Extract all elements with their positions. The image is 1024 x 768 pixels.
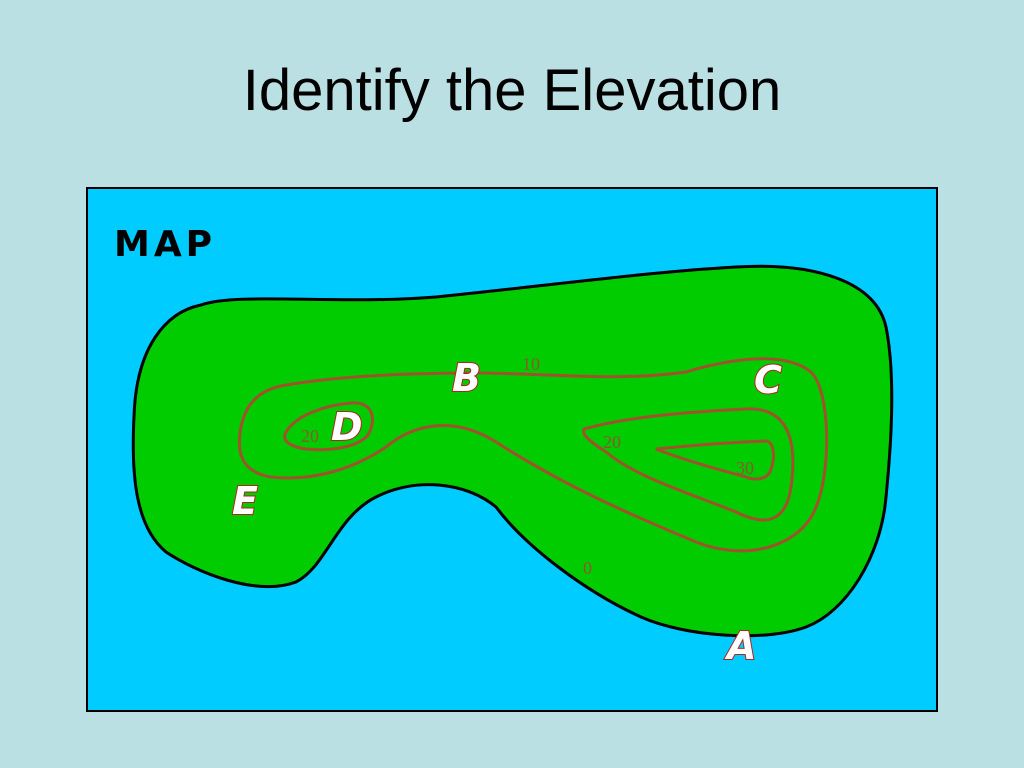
slide-title: Identify the Elevation bbox=[242, 58, 782, 123]
contour-line-30 bbox=[655, 439, 775, 481]
point-label-b: B bbox=[452, 356, 481, 400]
contour-value-0: 0 bbox=[583, 558, 592, 578]
contour-value-20-east: 20 bbox=[603, 432, 621, 452]
contour-value-30: 30 bbox=[736, 458, 754, 478]
topographic-map: MAP 10 20 20 30 0 A B C D E bbox=[86, 187, 938, 712]
contour-line-10 bbox=[237, 357, 829, 553]
contour-value-20-west: 20 bbox=[301, 426, 319, 446]
contour-value-10: 10 bbox=[522, 354, 540, 374]
map-heading: MAP bbox=[114, 224, 216, 265]
contour-line-20-west bbox=[283, 401, 374, 452]
point-label-e: E bbox=[232, 479, 258, 523]
point-label-d: D bbox=[331, 405, 363, 449]
contour-line-20-east bbox=[582, 407, 795, 522]
map-frame: MAP 10 20 20 30 0 A B C D E bbox=[86, 187, 938, 712]
point-label-a: A bbox=[724, 624, 756, 668]
point-label-c: C bbox=[754, 358, 782, 402]
